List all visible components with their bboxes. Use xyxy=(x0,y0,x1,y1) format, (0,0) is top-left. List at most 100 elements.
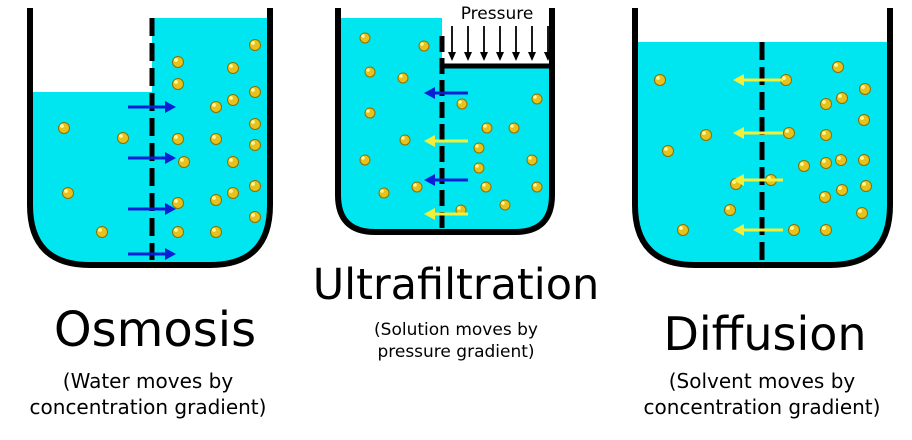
solute-particle xyxy=(364,107,376,119)
solute-particle xyxy=(858,114,870,126)
osmosis-particles xyxy=(58,39,261,238)
particle-highlight xyxy=(838,186,842,190)
particle-highlight xyxy=(251,88,255,92)
pressure-arrow-head xyxy=(448,52,456,61)
ultrafiltration-flow-arrow-head xyxy=(424,174,435,186)
solute-particle xyxy=(783,127,795,139)
particle-highlight xyxy=(229,158,233,162)
particle-highlight xyxy=(380,189,384,193)
osmosis-flow-arrow-head xyxy=(165,248,176,260)
particle-highlight xyxy=(822,131,826,135)
particle-highlight xyxy=(229,64,233,68)
ultrafiltration-beaker-outline xyxy=(335,8,555,235)
particle-highlight xyxy=(174,199,178,203)
osmosis-caption-line1: (Water moves by xyxy=(62,369,234,393)
solute-particle xyxy=(227,156,239,168)
solute-particle xyxy=(364,66,376,78)
particle-highlight xyxy=(702,131,706,135)
solute-particle xyxy=(473,162,485,174)
particle-highlight xyxy=(664,147,668,151)
particle-highlight xyxy=(212,196,216,200)
solute-particle xyxy=(654,74,666,86)
diffusion-caption: (Solvent moves by concentration gradient… xyxy=(612,369,912,420)
particle-highlight xyxy=(475,144,479,148)
solute-particle xyxy=(172,226,184,238)
particle-highlight xyxy=(361,34,365,38)
solute-particle xyxy=(210,226,222,238)
solute-particle xyxy=(531,181,543,193)
particle-highlight xyxy=(785,129,789,133)
particle-highlight xyxy=(790,226,794,230)
solute-particle xyxy=(820,98,832,110)
particle-highlight xyxy=(174,135,178,139)
solute-particle xyxy=(835,154,847,166)
particle-highlight xyxy=(180,158,184,162)
solute-particle xyxy=(117,132,129,144)
ultrafiltration-title: Ultrafiltration xyxy=(312,260,600,310)
osmosis-left-water xyxy=(30,92,152,265)
diffusion-beaker-outline xyxy=(632,8,893,268)
solute-particle xyxy=(210,194,222,206)
particle-highlight xyxy=(366,68,370,72)
particle-highlight xyxy=(399,74,403,78)
diffusion-title: Diffusion xyxy=(663,307,867,361)
particle-highlight xyxy=(98,228,102,232)
solute-particle xyxy=(481,122,493,134)
diffusion-caption-line2: concentration gradient) xyxy=(643,394,881,419)
particle-highlight xyxy=(821,193,825,197)
particle-highlight xyxy=(401,136,405,140)
solute-particle xyxy=(399,134,411,146)
solute-particle xyxy=(819,191,831,203)
solute-particle xyxy=(820,224,832,236)
diffusion-flow-arrow-head xyxy=(733,127,744,139)
particle-highlight xyxy=(860,156,864,160)
pressure-label: Pressure xyxy=(461,4,534,24)
particle-highlight xyxy=(413,183,417,187)
particle-highlight xyxy=(212,228,216,232)
particle-highlight xyxy=(361,156,365,160)
pressure-arrow-head xyxy=(528,52,536,61)
osmosis-arrows xyxy=(128,101,176,260)
ultrafiltration-beaker: Pressure xyxy=(335,4,555,235)
particle-highlight xyxy=(510,124,514,128)
ultrafiltration-flow-arrow-head xyxy=(424,87,435,99)
solute-particle xyxy=(508,122,520,134)
solute-particle xyxy=(58,122,70,134)
solute-particle xyxy=(249,180,261,192)
particle-highlight xyxy=(861,85,865,89)
solute-particle xyxy=(172,133,184,145)
osmosis-flow-arrow-head xyxy=(165,152,176,164)
solute-particle xyxy=(227,62,239,74)
pressure-arrow-head xyxy=(544,52,552,61)
solute-particle xyxy=(62,187,74,199)
particle-highlight xyxy=(251,41,255,45)
particle-highlight xyxy=(679,226,683,230)
pressure-arrows xyxy=(448,26,552,61)
solute-particle xyxy=(172,197,184,209)
particle-highlight xyxy=(212,103,216,107)
solute-particle xyxy=(860,180,872,192)
solute-particle xyxy=(249,211,261,223)
particle-highlight xyxy=(822,100,826,104)
solute-particle xyxy=(832,61,844,73)
solute-particle xyxy=(249,118,261,130)
osmosis-caption-line2: concentration gradient) xyxy=(29,394,267,419)
particle-highlight xyxy=(60,124,64,128)
solute-particle xyxy=(836,92,848,104)
particle-highlight xyxy=(838,94,842,98)
osmosis-flow-arrow-head xyxy=(165,203,176,215)
solute-particle xyxy=(172,56,184,68)
particle-highlight xyxy=(782,76,786,80)
particle-highlight xyxy=(656,76,660,80)
particle-highlight xyxy=(483,124,487,128)
particle-highlight xyxy=(533,95,537,99)
solute-particle xyxy=(378,187,390,199)
particle-highlight xyxy=(174,80,178,84)
solute-particle xyxy=(418,40,430,52)
solute-particle xyxy=(836,184,848,196)
ultrafiltration-flow-arrow-head xyxy=(424,135,435,147)
ultrafiltration-caption-line1: (Solution moves by xyxy=(374,320,538,340)
solute-particle xyxy=(788,224,800,236)
diffusion-flow-arrow-head xyxy=(733,174,744,186)
diffusion-caption-line1: (Solvent moves by xyxy=(668,369,856,393)
